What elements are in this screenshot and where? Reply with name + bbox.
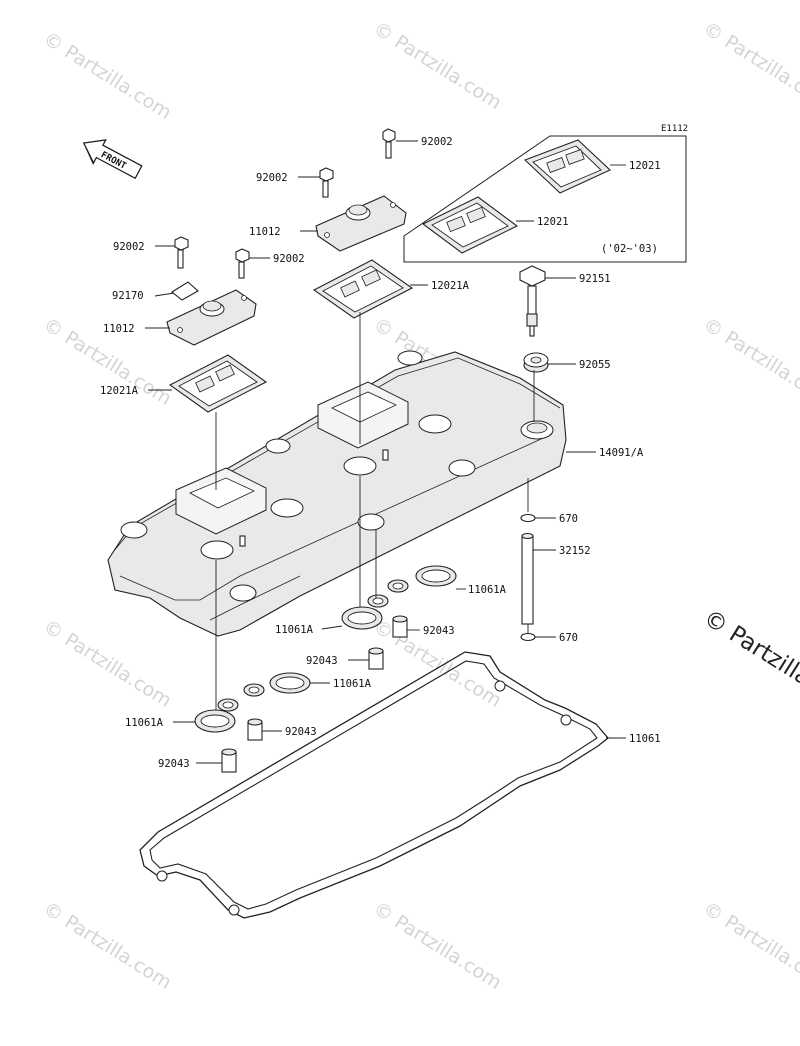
cover-11012-lower [166, 289, 257, 346]
callout-12021: 12021 [629, 160, 661, 172]
seal-11061a-4 [194, 698, 239, 733]
o-ring-670-bottom [520, 632, 536, 642]
kit-box: ('02~'03) [403, 135, 687, 263]
watermark: © Partzilla.com [699, 898, 800, 994]
seal-11061a-3 [243, 672, 311, 697]
watermark: © Partzilla.com [369, 18, 505, 114]
callout-14091: 14091/A [599, 447, 644, 459]
collar-92043-1 [392, 615, 408, 638]
callout-11012: 11012 [249, 226, 281, 238]
year-range-label: ('02~'03) [601, 243, 658, 255]
watermark: © Partzilla.com [39, 898, 175, 994]
callout-92151: 92151 [579, 273, 611, 285]
watermark: © Partzilla.com [699, 314, 800, 410]
bracket-92170 [171, 281, 199, 301]
callout-11061a: 11061A [333, 678, 372, 690]
bolt-92151 [519, 265, 546, 337]
callout-92002: 92002 [421, 136, 453, 148]
callout-11061a: 11061A [275, 624, 314, 636]
watermark: © Partzilla.com [699, 18, 800, 114]
front-arrow-icon: FRONT [82, 139, 143, 180]
callout-11061a: 11061A [468, 584, 507, 596]
callout-32152: 32152 [559, 545, 591, 557]
callout-12021a: 12021A [431, 280, 470, 292]
callout-11061a: 11061A [125, 717, 164, 729]
bolt-92002-lower [235, 248, 250, 279]
watermark: © Partzilla.com [369, 898, 505, 994]
gasket-12021-lower [421, 196, 519, 254]
leader-lines [145, 140, 626, 764]
seal-11061a-2 [341, 594, 389, 630]
callout-12021a: 12021A [100, 385, 139, 397]
callout-92002: 92002 [256, 172, 288, 184]
callout-11061: 11061 [629, 733, 661, 745]
gasket-12021a-right [312, 259, 414, 319]
head-cover-gasket-11061 [139, 651, 609, 919]
callout-92043: 92043 [285, 726, 317, 738]
bolt-92002-top [382, 128, 396, 159]
callout-92043: 92043 [423, 625, 455, 637]
callout-labels: 92002 92002 11012 92002 92002 92170 1101… [100, 136, 661, 770]
callout-11012: 11012 [103, 323, 135, 335]
collar-92043-2 [368, 647, 384, 670]
watermark-large: © Partzilla [699, 605, 800, 691]
callout-92002: 92002 [273, 253, 305, 265]
gasket-12021a-left [168, 354, 268, 413]
seal-11061a-1 [387, 565, 457, 593]
bolt-92002-left [174, 236, 189, 269]
cover-11012-upper [315, 195, 407, 252]
o-ring-670-top [520, 513, 536, 523]
watermark: © Partzilla.com [39, 616, 175, 712]
callout-92002: 92002 [113, 241, 145, 253]
grommet-92055 [523, 352, 549, 373]
gasket-12021-upper [523, 139, 611, 194]
callout-92043: 92043 [306, 655, 338, 667]
callout-92170: 92170 [112, 290, 144, 302]
callout-12021: 12021 [537, 216, 569, 228]
cylinder-head-cover-14091 [107, 350, 567, 637]
collar-92043-3 [247, 718, 263, 741]
watermark: © Partzilla.com [39, 28, 175, 124]
callout-670: 670 [559, 513, 578, 525]
diagram-code: E1112 [661, 124, 688, 134]
collar-92043-4 [221, 748, 237, 773]
callout-92055: 92055 [579, 359, 611, 371]
pipe-32152 [521, 532, 534, 625]
bolt-92002-mid [319, 167, 334, 198]
callout-92043: 92043 [158, 758, 190, 770]
callout-670: 670 [559, 632, 578, 644]
